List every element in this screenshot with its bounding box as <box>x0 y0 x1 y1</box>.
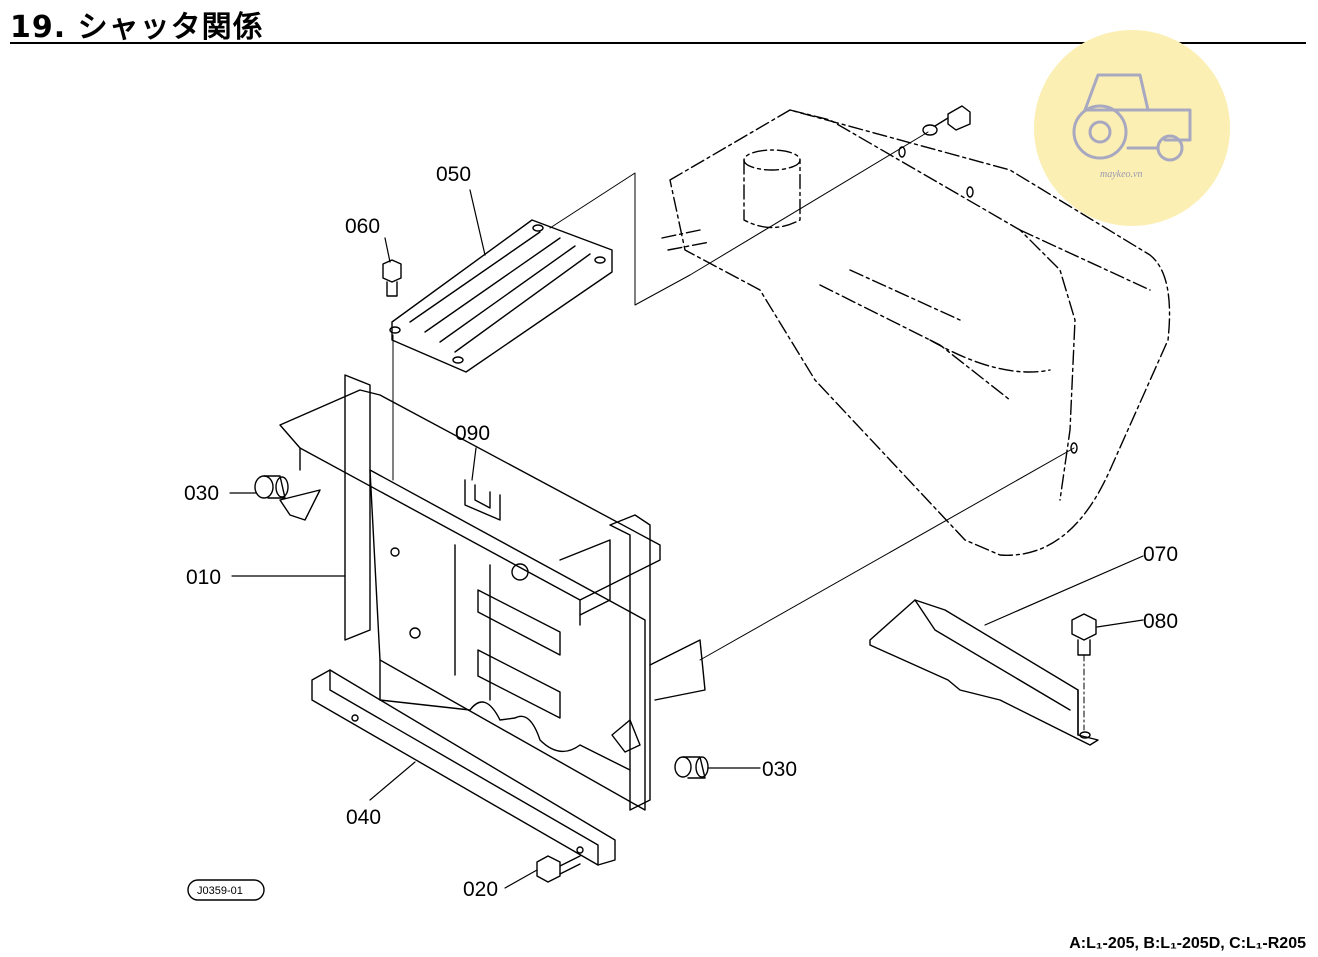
watermark-logo: maykeo.vn <box>1034 30 1230 226</box>
part-label-030-right: 030 <box>762 758 797 781</box>
part-label-090: 090 <box>455 422 490 445</box>
bolt-060 <box>382 259 402 297</box>
part-label-080: 080 <box>1143 610 1178 633</box>
part-label-040: 040 <box>346 806 381 829</box>
part-label-050: 050 <box>436 163 471 186</box>
projection-lines <box>392 131 1075 661</box>
part-label-030-left: 030 <box>184 482 219 505</box>
bolt-080 <box>1071 613 1097 731</box>
footer-models: A:L₁-205, B:L₁-205D, C:L₁-R205 <box>1069 935 1306 952</box>
cover-050 <box>389 219 613 373</box>
figure-code: J0359-01 <box>197 885 243 897</box>
bolt-020 <box>536 855 581 883</box>
label-leaders <box>229 189 1144 889</box>
clip-090 <box>464 479 501 521</box>
tractor-icon <box>1072 73 1192 162</box>
rubber-mount-030-left <box>254 475 289 499</box>
bottom-rail-040 <box>311 669 616 866</box>
title-bar: 19. シャッタ関係 <box>10 0 1306 45</box>
fuel-tank <box>661 109 1171 556</box>
part-label-020: 020 <box>463 878 498 901</box>
rubber-mount-030-right <box>674 756 709 779</box>
page-title: 19. シャッタ関係 <box>10 10 264 45</box>
part-label-060: 060 <box>345 215 380 238</box>
tank-bolt <box>922 105 971 136</box>
part-label-070: 070 <box>1143 543 1178 566</box>
part-label-010: 010 <box>186 566 221 589</box>
watermark-text: maykeo.vn <box>1100 169 1142 180</box>
tank-holes <box>898 146 1078 454</box>
shutter-frame-010 <box>279 374 706 811</box>
cover-070 <box>869 599 1099 746</box>
figure-code-badge: J0359-01 <box>187 879 265 901</box>
